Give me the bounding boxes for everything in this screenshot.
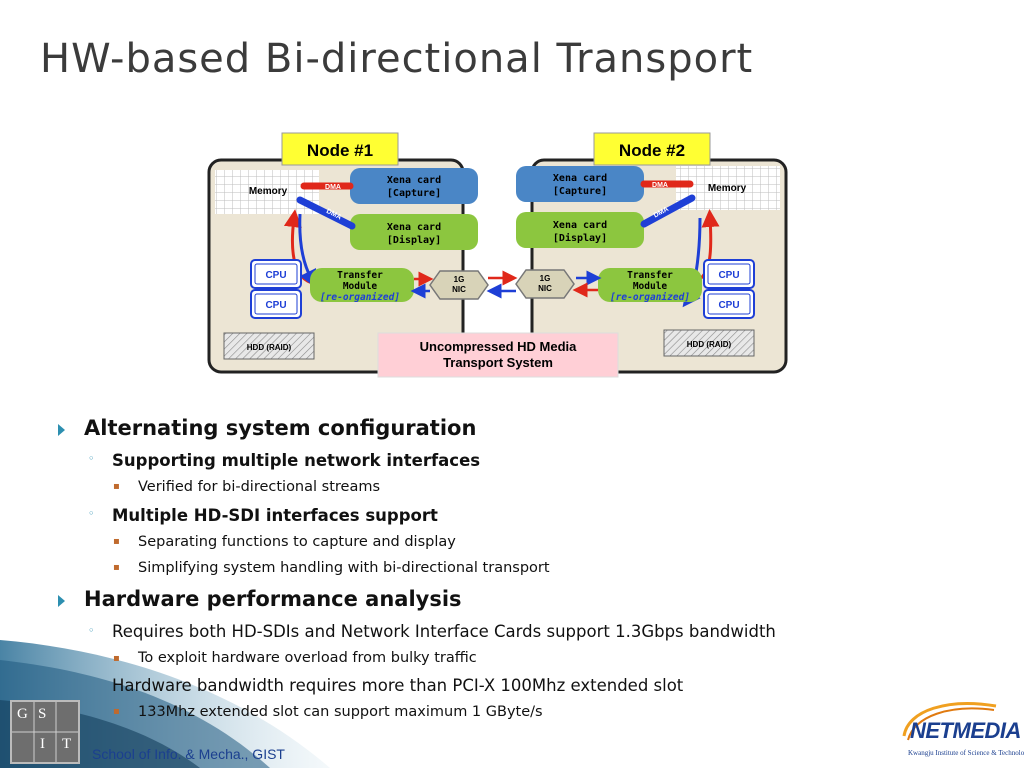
node1-transfer-line2: Module [343, 281, 378, 292]
node1-transfer-module [310, 268, 414, 302]
node1-xena-display [350, 214, 478, 250]
node1-transfer-line3: [re-organized] [320, 292, 400, 303]
bullet-marker: ▪ [113, 653, 120, 664]
bullet-marker: ▪ [113, 706, 120, 717]
node2-transfer-line3: [re-organized] [610, 292, 690, 303]
node1-cpu-2-label: CPU [265, 300, 286, 311]
node1-dma-blue [296, 196, 356, 230]
node2-memory-grid [676, 166, 780, 210]
node1-xena-capture-line1: Xena card [387, 175, 441, 186]
node1-cpu-2 [250, 289, 302, 319]
node1-hdd [223, 332, 315, 360]
bullet-marker [58, 595, 65, 607]
node1-label-box [281, 132, 399, 166]
node1-xena-display-line1: Xena card [387, 222, 441, 233]
node2-xena-display [516, 212, 644, 248]
node2-xena-display-line2: [Display] [553, 232, 607, 244]
node1-label: Node #1 [307, 141, 373, 160]
node2-nic-line2: NIC [538, 284, 552, 293]
node2-cpu-1-label: CPU [718, 270, 739, 281]
bullet-2-1-1: To exploit hardware overload from bulky … [138, 650, 477, 666]
node1-cpu-1-label: CPU [265, 270, 286, 281]
node2-cpu-1 [703, 259, 755, 289]
node1-xena-display-line2: [Display] [387, 234, 441, 246]
node1-nic-line2: NIC [452, 285, 466, 294]
slide-title: HW-based Bi-directional Transport [40, 36, 754, 82]
node2-transfer-module [598, 268, 702, 302]
bullet-2-1: Requires both HD-SDIs and Network Interf… [112, 622, 776, 641]
node2-hdd [663, 329, 755, 357]
caption-line1: Uncompressed HD Media [420, 339, 578, 354]
node2-xena-capture-line2: [Capture] [553, 186, 607, 197]
bullet-marker [58, 424, 65, 436]
bullet-marker: ◦ [88, 452, 95, 465]
bullet-1-2-1: Separating functions to capture and disp… [138, 534, 456, 550]
node1-hdd-label: HDD (RAID) [247, 343, 292, 352]
transport-diagram: Node #1 Node #2 Memory Memory Xena card … [207, 132, 788, 378]
bullet-1-1-1: Verified for bi-directional streams [138, 479, 381, 495]
node1-transfer-line1: Transfer [337, 270, 383, 281]
bullet-2-2: Hardware bandwidth requires more than PC… [112, 676, 684, 695]
bullet-1-2: Multiple HD-SDI interfaces support [112, 506, 438, 525]
node1-memory-label: Memory [249, 186, 288, 197]
node2-transfer-line2: Module [633, 281, 668, 292]
node1-dma-red-label: DMA [325, 184, 341, 191]
bullet-marker: ▪ [113, 562, 120, 573]
node2-hdd-label: HDD (RAID) [687, 340, 732, 349]
gist-logo: G I S T [10, 700, 80, 764]
caption-box [377, 332, 619, 378]
node2-label: Node #2 [619, 141, 685, 160]
bullet-1: Alternating system configuration [84, 416, 477, 440]
node2-transfer-line1: Transfer [627, 270, 673, 281]
bullet-marker: ◦ [88, 507, 95, 520]
bullet-2: Hardware performance analysis [84, 587, 462, 611]
bullet-1-1: Supporting multiple network interfaces [112, 451, 481, 470]
node1-xena-capture [350, 168, 478, 204]
bullet-marker: ▪ [113, 536, 120, 547]
node2-dma-red-label: DMA [652, 182, 668, 189]
bullet-marker: ◦ [88, 624, 95, 637]
node1-cpu-1 [250, 259, 302, 289]
node2-cpu-2-label: CPU [718, 300, 739, 311]
node2-label-box [593, 132, 711, 166]
node1-xena-capture-line2: [Capture] [387, 188, 441, 199]
node2-cpu-2 [703, 289, 755, 319]
node2-xena-capture-line1: Xena card [553, 173, 607, 184]
node2-xena-capture [516, 166, 644, 202]
caption-line2: Transport System [443, 355, 553, 370]
netmedia-logo: NETMEDIA Kwangju Institute of Science & … [898, 696, 1024, 764]
node1-memory-grid [215, 170, 319, 214]
node2-memory-label: Memory [708, 183, 747, 194]
bullet-marker: ▪ [113, 481, 120, 492]
node1-nic-line1: 1G [454, 275, 465, 284]
bullet-1-2-2: Simplifying system handling with bi-dire… [138, 560, 550, 576]
node2-nic-line1: 1G [540, 274, 551, 283]
node2-dma-blue [640, 194, 696, 228]
bullet-2-2-1: 133Mhz extended slot can support maximum… [138, 704, 543, 720]
footer-school-name: School of Info. & Mecha., GIST [92, 746, 285, 762]
node2-xena-display-line1: Xena card [553, 220, 607, 231]
